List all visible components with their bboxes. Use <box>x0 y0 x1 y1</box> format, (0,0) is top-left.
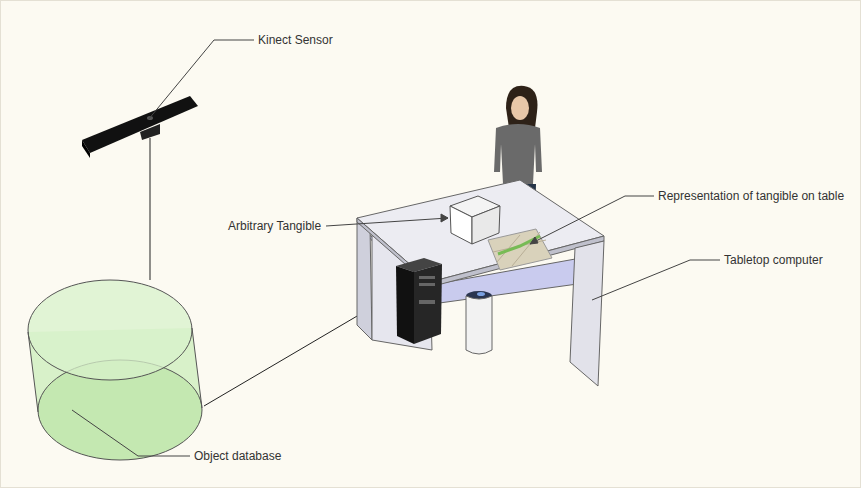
small-device <box>466 291 492 354</box>
callout-label: Tabletop computer <box>724 253 823 267</box>
computer-tower <box>396 258 442 344</box>
connection-line <box>150 138 151 280</box>
kinect-sensor <box>82 96 198 158</box>
tabletop-table <box>357 180 604 386</box>
callout-label: Kinect Sensor <box>258 33 333 47</box>
database-cylinder <box>28 280 202 460</box>
callout-label: Representation of tangible on table <box>658 189 844 203</box>
callout-label: Arbitrary Tangible <box>228 219 321 233</box>
tangible-cube <box>450 196 500 244</box>
callout-label: Object database <box>194 449 281 463</box>
leader-lines <box>72 40 720 456</box>
map-representation <box>488 229 552 270</box>
